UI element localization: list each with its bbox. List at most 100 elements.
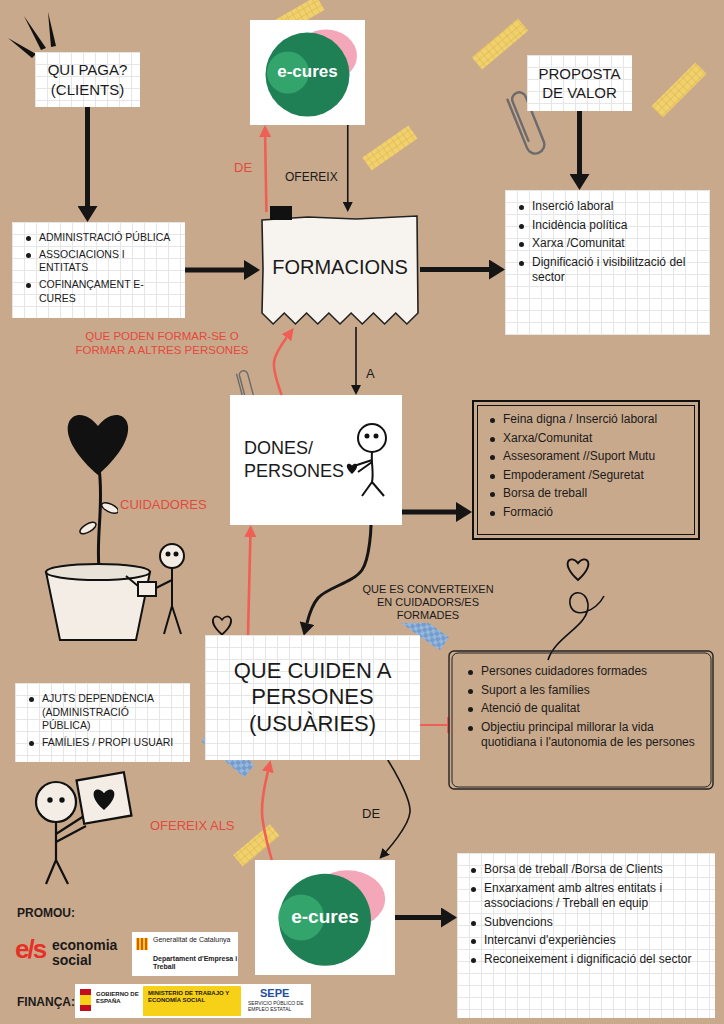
node-label: QUE CUIDEN A PERSONES (USUÀRIES)	[217, 658, 408, 737]
flow-arrow	[402, 510, 456, 515]
node-label: QUI PAGA? (CLIENTS)	[43, 60, 132, 99]
sponsor-logo-grounds-part	[132, 932, 238, 976]
service-list: Borsa de treball /Borsa de ClientsEnxarx…	[457, 853, 715, 1018]
washi-tape-part	[472, 19, 528, 70]
burst-strokes-part	[8, 38, 36, 58]
logo-text: SERVICIO PÚBLICO DE EMPLEO ESTATAL	[246, 1001, 312, 1013]
list-item: Enxarxament amb altres entitats i associ…	[467, 881, 705, 912]
gardener-figure-part	[175, 553, 178, 556]
list-item: Empoderament /Seguretat	[486, 468, 686, 484]
outcome-list: Persones cuidadores formadesSuport a les…	[448, 650, 714, 790]
logo-text: GOBIERNO DE ESPAÑA	[94, 991, 145, 1005]
edge-label: DE	[360, 806, 382, 822]
logo-text: Departament d'Empresa i Treball	[151, 955, 240, 971]
list-item: Suport a les famílies	[464, 683, 698, 699]
heart-sign-figure-part	[60, 798, 63, 801]
flow-arrow	[189, 720, 190, 725]
heart-sign-figure-part	[77, 772, 132, 824]
flow-arrow	[577, 111, 582, 174]
person-with-heart-part-part	[354, 452, 384, 496]
curly-heart-line-part	[548, 593, 604, 660]
logo-text: MINISTERIO DE TRABAJO Y ECONOMÍA SOCIAL	[146, 990, 243, 1004]
node-label: e-cures	[277, 61, 337, 83]
list-item: ASSOCIACIONS I ENTITATS	[22, 248, 175, 275]
red-arrow	[274, 338, 287, 395]
edge-label: A	[364, 366, 377, 382]
heart-sign-figure-part	[94, 789, 115, 810]
red-arrow	[248, 537, 250, 635]
burst-strokes	[8, 12, 56, 58]
curly-heart-line-part	[568, 559, 589, 580]
sponsor-logo-grounds-part	[80, 989, 91, 1011]
list-item: AJUTS DEPENDÈNCIA (ADMINISTRACIÓ PÚBLICA…	[25, 692, 180, 733]
heart-sign-figure-part	[36, 782, 76, 822]
list-item: FAMÍLIES / PROPI USUARI	[25, 736, 180, 750]
list-item: Persones cuidadores formades	[464, 664, 698, 680]
gardener-figure	[126, 544, 184, 634]
flow-arrow	[347, 125, 349, 202]
gardener-figure-part	[160, 544, 184, 568]
logo-text: Generalitat de Catalunya	[151, 936, 239, 944]
node-label: e-cures	[291, 905, 359, 930]
list-item: Feina digna / Inserció laboral	[486, 412, 686, 428]
heart-tree-illustration-part	[100, 501, 120, 516]
gardener-figure-part	[126, 576, 138, 586]
list-item: Dignificació i visibilització del sector	[515, 255, 700, 286]
person-with-heart-part-part	[375, 435, 378, 438]
logo-outline	[255, 860, 395, 975]
sketch-border	[452, 653, 711, 787]
heart-sign-figure-part	[46, 816, 86, 884]
flow-arrow	[386, 760, 410, 851]
edge-label: QUE PODEN FORMAR-SE O FORMAR A ALTRES PE…	[65, 330, 259, 358]
sponsor-logo-grounds-part	[136, 938, 148, 950]
torn-outline	[260, 212, 420, 327]
heart-tree-illustration	[46, 415, 150, 640]
edge-label: OFEREIX	[283, 170, 340, 184]
value-list: Inserció laboralIncidència políticaXarxa…	[505, 190, 710, 335]
paperclip-part	[506, 90, 547, 156]
curly-heart-line	[548, 559, 604, 660]
edge-label: QUE ES CONVERTEIXEN EN CUIDADORS/ES FORM…	[356, 583, 500, 623]
sponsor-logo-grounds-part	[80, 989, 91, 995]
list-item: Formació	[486, 505, 686, 521]
logo-ground	[255, 860, 395, 975]
flow-arrow	[395, 915, 441, 920]
edge-label: OFEREIX ALS	[148, 818, 237, 834]
connectors	[88, 107, 580, 918]
list-item: Assesorament //Suport Mutu	[486, 449, 686, 465]
list-item: Reconeixement i dignificació del sector	[467, 952, 705, 968]
burst-strokes-part	[48, 12, 56, 47]
users-box: QUE CUIDEN A PERSONES (USUÀRIES)	[205, 635, 420, 760]
tee-connector	[420, 724, 448, 726]
flow-arrow	[307, 525, 371, 623]
logo-outline	[250, 20, 365, 125]
torn-paper-box: FORMACIONS	[260, 212, 420, 327]
heart-tree-illustration-part	[68, 415, 128, 475]
node-label: PROPOSTA DE VALOR	[535, 64, 624, 103]
edge-label: CUIDADORES	[118, 497, 209, 513]
sponsor-logo-grounds-part	[75, 984, 311, 1018]
paperclip-part	[236, 370, 256, 410]
heart-tree-illustration-part	[98, 468, 100, 568]
sponsor-logo-grounds	[75, 932, 311, 1018]
paperclip	[236, 90, 547, 409]
logo-mark: e/s	[13, 934, 57, 965]
gardener-figure-part	[156, 568, 181, 634]
node-label: FORMACIONS	[272, 254, 408, 280]
benefit-list: Feina digna / Inserció laboralXarxa/Comu…	[472, 400, 700, 540]
list-item: Xarxa /Comunitat	[515, 236, 700, 252]
heart-tree-illustration-part	[46, 572, 150, 640]
binder-clip	[270, 206, 292, 220]
list-item: ADMINISTRACIÓ PÚBLICA	[22, 231, 175, 245]
list-item: Subvencions	[467, 915, 705, 931]
list-item: COFINANÇAMENT E-CURES	[22, 278, 175, 305]
sketch-outline	[448, 650, 714, 790]
heading-box: PROPOSTA DE VALOR	[527, 55, 632, 111]
funding-list: AJUTS DEPENDÈNCIA (ADMINISTRACIÓ PÚBLICA…	[15, 683, 190, 762]
flow-arrow	[185, 268, 244, 273]
washi-tape-part	[389, 602, 449, 651]
washi-tape-part	[651, 62, 706, 117]
